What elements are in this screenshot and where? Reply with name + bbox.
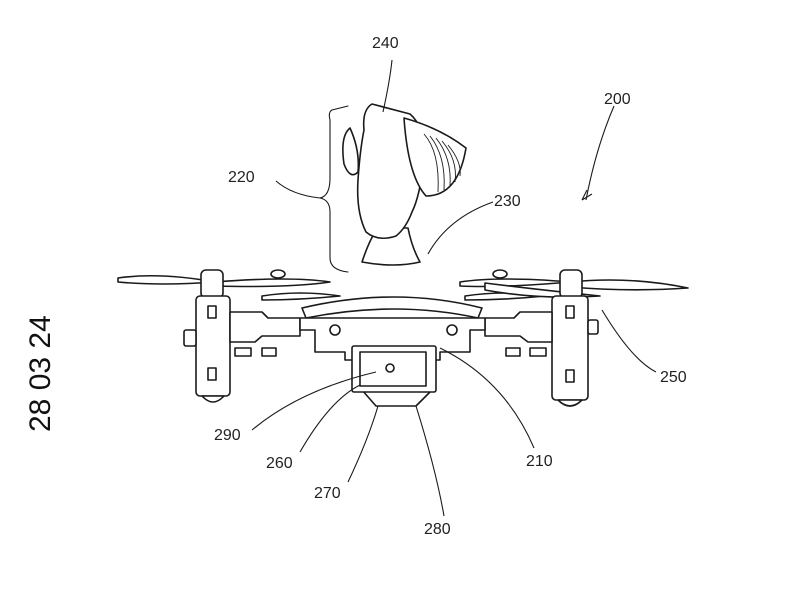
label-240: 240	[372, 35, 399, 52]
left-arm	[183, 269, 301, 403]
leader-lines	[251, 59, 657, 517]
camera-unit	[351, 345, 437, 407]
label-230: 230	[494, 193, 521, 210]
right-arm	[484, 269, 599, 407]
label-210: 210	[526, 453, 553, 470]
label-280: 280	[424, 521, 451, 538]
head-assembly	[342, 103, 467, 266]
label-200: 200	[604, 91, 631, 108]
label-220: 220	[228, 169, 255, 186]
label-250: 250	[660, 369, 687, 386]
camera-lens-icon	[385, 363, 395, 373]
label-290: 290	[214, 427, 241, 444]
side-stamp: 28 03 24	[24, 315, 57, 432]
label-270: 270	[314, 485, 341, 502]
drone-body	[299, 296, 486, 361]
reference-labels: 240 200 220 230 250 290 210 260 270 280	[214, 35, 687, 538]
mount-bracket	[319, 105, 349, 273]
label-260: 260	[266, 455, 293, 472]
rotor-blades	[117, 269, 689, 301]
